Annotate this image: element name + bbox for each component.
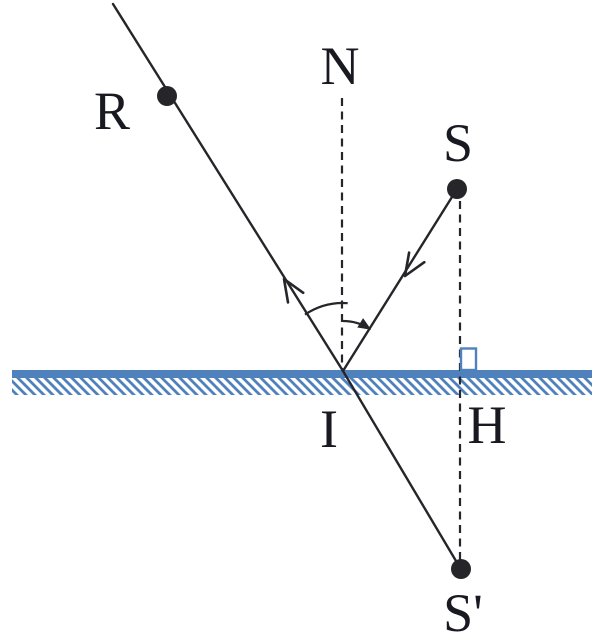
label-image-s-prime: S' <box>443 583 483 643</box>
label-incidence-i: I <box>320 399 338 459</box>
incidence-angle-arc-arrow-icon <box>357 318 372 330</box>
point-r-dot <box>157 86 177 106</box>
mirror-hatching <box>12 378 592 395</box>
source-s-dot <box>447 179 467 199</box>
mirror-surface <box>12 370 592 378</box>
reflected-ray-arrow-icon <box>282 277 305 304</box>
label-point-r: R <box>94 81 130 141</box>
image-s-prime-dot <box>451 559 471 579</box>
reflected-ray <box>111 2 345 373</box>
label-normal-n: N <box>321 36 360 96</box>
reflection-angle-arc <box>304 301 348 316</box>
incident-ray <box>341 187 459 373</box>
label-foot-h: H <box>468 395 507 455</box>
label-source-s: S <box>443 113 473 173</box>
incident-ray-arrow-icon <box>403 251 426 278</box>
right-angle-mark <box>459 347 478 372</box>
virtual-ray-extension <box>341 369 461 568</box>
